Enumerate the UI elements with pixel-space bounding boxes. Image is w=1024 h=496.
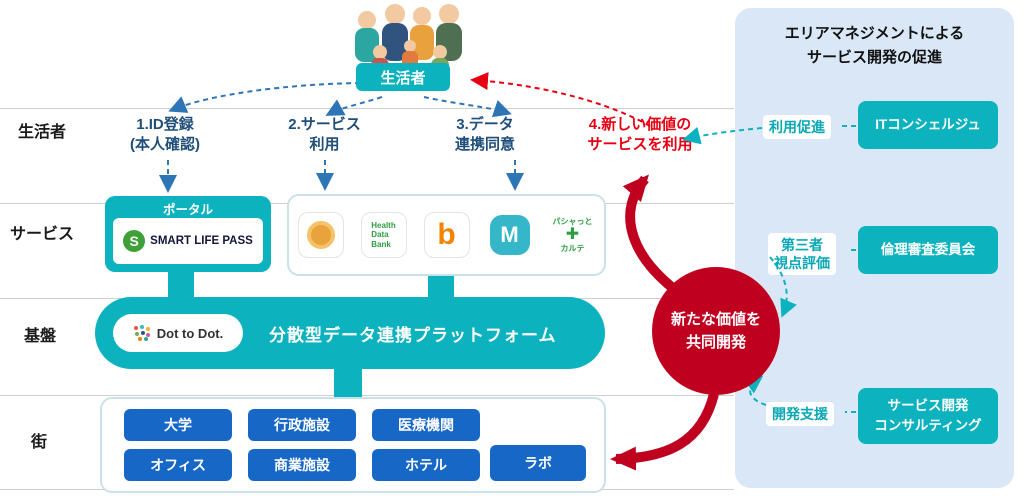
- hdb-line2: Data: [371, 230, 389, 240]
- smart-life-pass-icon: S: [123, 230, 146, 252]
- panel-title-line1: エリアマネジメントによる: [784, 25, 965, 42]
- health-data-bank-icon: Health Data Bank: [359, 209, 409, 261]
- dot-to-dot-logo-icon: [133, 325, 150, 341]
- panel-title-line2: サービス開発の促進: [806, 49, 942, 66]
- m-glyph: M: [489, 215, 530, 255]
- box-service-consulting: サービス開発 コンサルティング: [858, 388, 998, 444]
- medical-cross-icon: ✚: [565, 226, 580, 244]
- usage-promotion-text: 利用促進: [769, 119, 825, 135]
- step-3-line1: 3.データ: [456, 116, 514, 133]
- row-label-town: 街: [31, 434, 48, 451]
- smart-life-pass-card: S SMART LIFE PASS: [113, 218, 263, 264]
- codev-to-town-arrow: [610, 392, 719, 471]
- b-app-icon: b: [422, 209, 472, 261]
- pasha-karte-icon: パシャっと ✚ カルテ: [548, 209, 598, 261]
- step-4-new-value-service: 4.新しい価値の サービスを利用: [565, 115, 715, 156]
- platform-label: 分散型データ連携プラットフォーム: [269, 325, 557, 345]
- connector-portal-platform: [168, 268, 194, 300]
- b-app-tile: b: [423, 212, 470, 258]
- third-party-line1: 第三者: [781, 237, 823, 253]
- step-1-line1: 1.ID登録: [136, 116, 194, 133]
- box-it-concierge: ITコンシェルジュ: [858, 101, 998, 149]
- service-apps-box: Health Data Bank b M パシャっと ✚ カルテ: [287, 194, 606, 276]
- finance-app-icon: [296, 209, 346, 261]
- row-label-services: サービス: [10, 226, 75, 243]
- town-lab: ラボ: [490, 445, 586, 481]
- finance-app-tile: [297, 212, 344, 258]
- codev-line1: 新たな価値を: [670, 310, 761, 328]
- town-commercial: 商業施設: [248, 449, 356, 481]
- codev-to-service-arrow: [622, 174, 678, 293]
- row-divider: [0, 395, 734, 396]
- dev-support-text: 開発支援: [772, 406, 828, 422]
- step-1-id-registration: 1.ID登録 (本人確認): [100, 115, 230, 156]
- panel-title: エリアマネジメントによる サービス開発の促進: [735, 22, 1014, 70]
- row-label-platform: 基盤: [24, 328, 57, 345]
- dot-to-dot-label: Dot to Dot.: [156, 325, 224, 341]
- town-government: 行政施設: [248, 409, 356, 441]
- portal-box: ポータル S SMART LIFE PASS: [105, 196, 271, 272]
- area-management-panel: エリアマネジメントによる サービス開発の促進 利用促進 ITコンシェルジュ 第三…: [735, 8, 1014, 488]
- pasha-line2: カルテ: [560, 243, 585, 253]
- health-data-bank-tile: Health Data Bank: [360, 212, 407, 258]
- row-label-residents: 生活者: [18, 124, 67, 141]
- codev-line2: 共同開発: [685, 334, 746, 351]
- third-party-line2: 視点評価: [774, 255, 830, 272]
- coin-icon: [306, 221, 335, 249]
- step-2-service-use: 2.サービス 利用: [262, 115, 387, 156]
- town-university: 大学: [124, 409, 232, 441]
- step-4-line1: 4.新しい価値の: [588, 116, 692, 133]
- portal-label: ポータル: [162, 203, 213, 217]
- resident-badge: 生活者: [356, 63, 450, 91]
- dot-to-dot-pill: Dot to Dot.: [113, 314, 243, 352]
- step-3-data-consent: 3.データ 連携同意: [425, 115, 545, 156]
- step-1-line2: (本人確認): [130, 136, 200, 154]
- connector-platform-town: [334, 365, 362, 401]
- town-box: 大学 行政施設 医療機関 オフィス 商業施設 ホテル ラボ: [100, 397, 606, 493]
- label-third-party-eval: 第三者 視点評価: [768, 233, 836, 276]
- consulting-line2: コンサルティング: [874, 418, 982, 433]
- co-develop-circle: 新たな価値を 共同開発: [652, 267, 780, 395]
- b-glyph: b: [437, 218, 456, 251]
- label-usage-promotion: 利用促進: [763, 115, 831, 140]
- town-hotel: ホテル: [372, 449, 480, 481]
- smart-life-pass-label: SMART LIFE PASS: [150, 235, 253, 247]
- box-ethics-committee: 倫理審査委員会: [858, 226, 998, 274]
- step-2-line1: 2.サービス: [288, 116, 361, 133]
- hdb-line1: Health: [371, 221, 396, 231]
- hdb-line3: Bank: [371, 239, 391, 249]
- data-platform-bar: Dot to Dot. 分散型データ連携プラットフォーム: [95, 297, 605, 369]
- pasha-line1: パシャっと: [552, 216, 593, 226]
- family-illustration: [342, 2, 474, 109]
- step-4-line2: サービスを利用: [587, 136, 693, 154]
- step-2-line2: 利用: [309, 136, 340, 154]
- town-medical: 医療機関: [372, 409, 480, 441]
- step-3-line2: 連携同意: [454, 136, 515, 154]
- town-office: オフィス: [124, 449, 232, 481]
- label-dev-support: 開発支援: [766, 402, 834, 427]
- m-app-icon: M: [485, 209, 535, 261]
- consulting-line1: サービス開発: [887, 398, 969, 414]
